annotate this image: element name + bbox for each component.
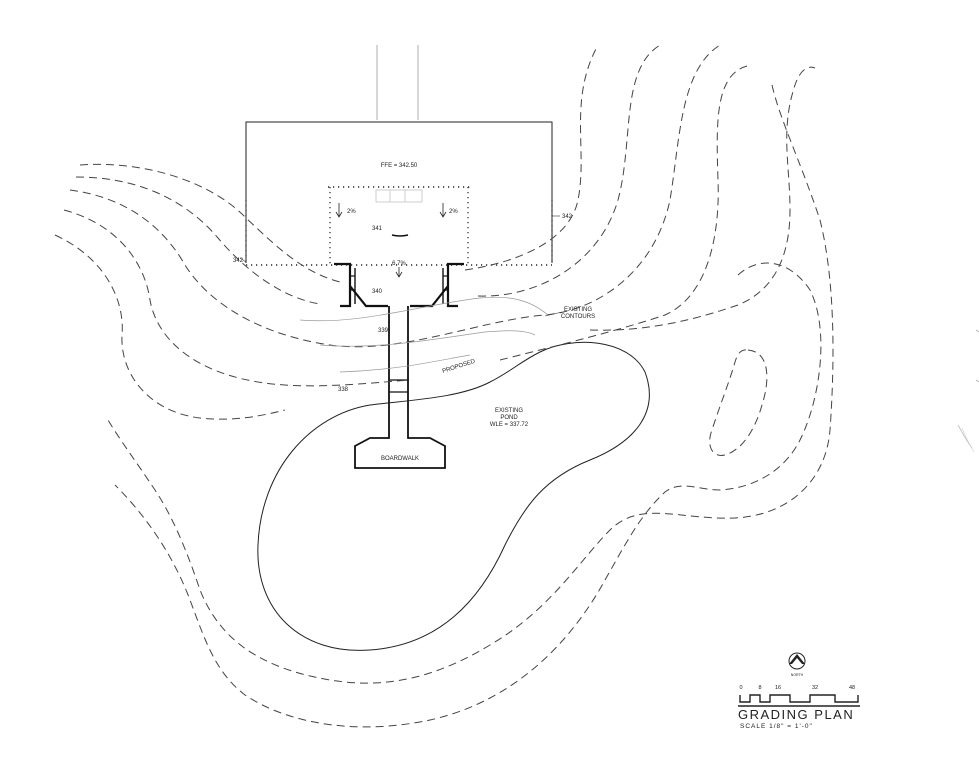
existing-contours xyxy=(54,44,834,728)
existing-pond xyxy=(257,341,650,651)
left-stair-wall xyxy=(334,262,388,308)
leader-lines xyxy=(239,215,563,317)
contour-338-label: 338 xyxy=(338,387,349,393)
proposed-label: PROPOSED xyxy=(442,358,477,374)
north-arrow-icon xyxy=(788,652,806,670)
north-label: NORTH xyxy=(791,673,804,677)
pond-label-line1: EXISTING xyxy=(495,408,523,414)
slope-left-label: 2% xyxy=(347,209,356,215)
existing-contour-6 xyxy=(107,84,834,684)
edge-marks xyxy=(957,329,979,453)
drawing-scale: SCALE 1/8" = 1'-0" xyxy=(740,723,813,730)
existing-contour-1 xyxy=(79,44,599,283)
scale-bar xyxy=(738,694,860,707)
existing-contour-3 xyxy=(69,44,721,348)
scale-tick-8: 8 xyxy=(758,685,761,691)
contour-339-label: 339 xyxy=(378,328,389,334)
existing-contour-8 xyxy=(709,349,768,456)
slope-arrow-center xyxy=(395,267,403,278)
scale-tick-0: 0 xyxy=(739,685,742,691)
scale-tick-16: 16 xyxy=(775,685,781,691)
existing-contour-4 xyxy=(63,64,753,387)
existing-contour-2 xyxy=(75,44,661,305)
driveway xyxy=(376,45,419,120)
existing-contour-5 xyxy=(54,66,816,420)
patio-outline xyxy=(328,186,470,265)
existing-contours-label-line1: EXISTING xyxy=(564,307,592,313)
building-outline xyxy=(245,121,553,266)
scale-tick-32: 32 xyxy=(812,685,818,691)
drawing-title: GRADING PLAN xyxy=(738,707,854,722)
slope-arrow-left xyxy=(335,203,343,218)
scale-tick-48: 48 xyxy=(849,685,855,691)
existing-contour-7 xyxy=(114,262,822,728)
existing-contours-label-line2: CONTOURS xyxy=(561,314,595,320)
boardwalk xyxy=(354,306,446,469)
contour-341-label: 341 xyxy=(372,226,383,232)
right-stair-wall xyxy=(410,262,464,308)
pond-label-line2: POND xyxy=(500,415,518,421)
pond-label-line3: WLE = 337.72 xyxy=(490,422,529,428)
slope-right-label: 2% xyxy=(449,209,458,215)
slope-center-label: 6.7% xyxy=(392,261,406,267)
contour-342-right-label: 342 xyxy=(562,214,573,220)
title-block: NORTH 0 8 16 32 48 GRADING PLAN SCALE 1/… xyxy=(738,652,860,730)
contour-340-label: 340 xyxy=(372,289,383,295)
ffe-label: FFE = 342.50 xyxy=(381,163,418,169)
slope-arrow-right xyxy=(439,203,447,218)
boardwalk-label: BOARDWALK xyxy=(381,456,419,462)
contour-342-left-label: 342 xyxy=(233,258,244,264)
proposed-contours xyxy=(299,296,549,373)
